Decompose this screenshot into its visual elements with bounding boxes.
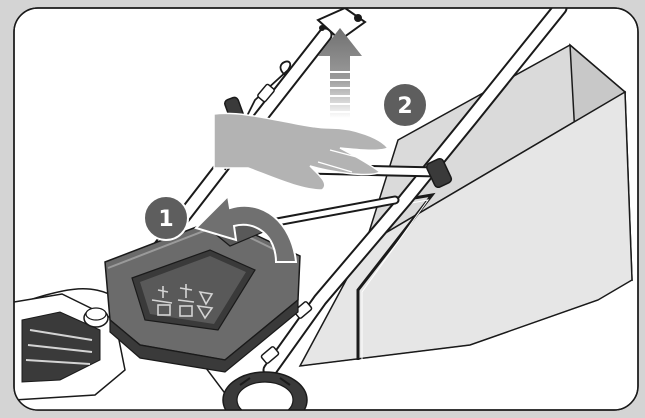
hand-icon bbox=[213, 112, 390, 191]
panel-border bbox=[13, 7, 639, 411]
handle-knob bbox=[425, 157, 453, 189]
step-1-number: 1 bbox=[158, 207, 173, 232]
curved-arrow-icon bbox=[194, 193, 298, 263]
bag-frame bbox=[356, 192, 436, 360]
step-2-number: 2 bbox=[397, 94, 412, 119]
step-2-badge: 2 bbox=[382, 82, 428, 128]
step-1-badge: 1 bbox=[143, 195, 189, 241]
engine-vents bbox=[21, 311, 101, 383]
mower-body bbox=[14, 288, 308, 410]
grass-bag bbox=[298, 43, 633, 367]
cover-pictograms bbox=[151, 284, 214, 320]
bag-frame-highlight bbox=[361, 199, 430, 360]
up-arrow-icon bbox=[318, 28, 362, 118]
motor-cover bbox=[104, 213, 301, 373]
scene: 1 2 bbox=[14, 8, 633, 410]
